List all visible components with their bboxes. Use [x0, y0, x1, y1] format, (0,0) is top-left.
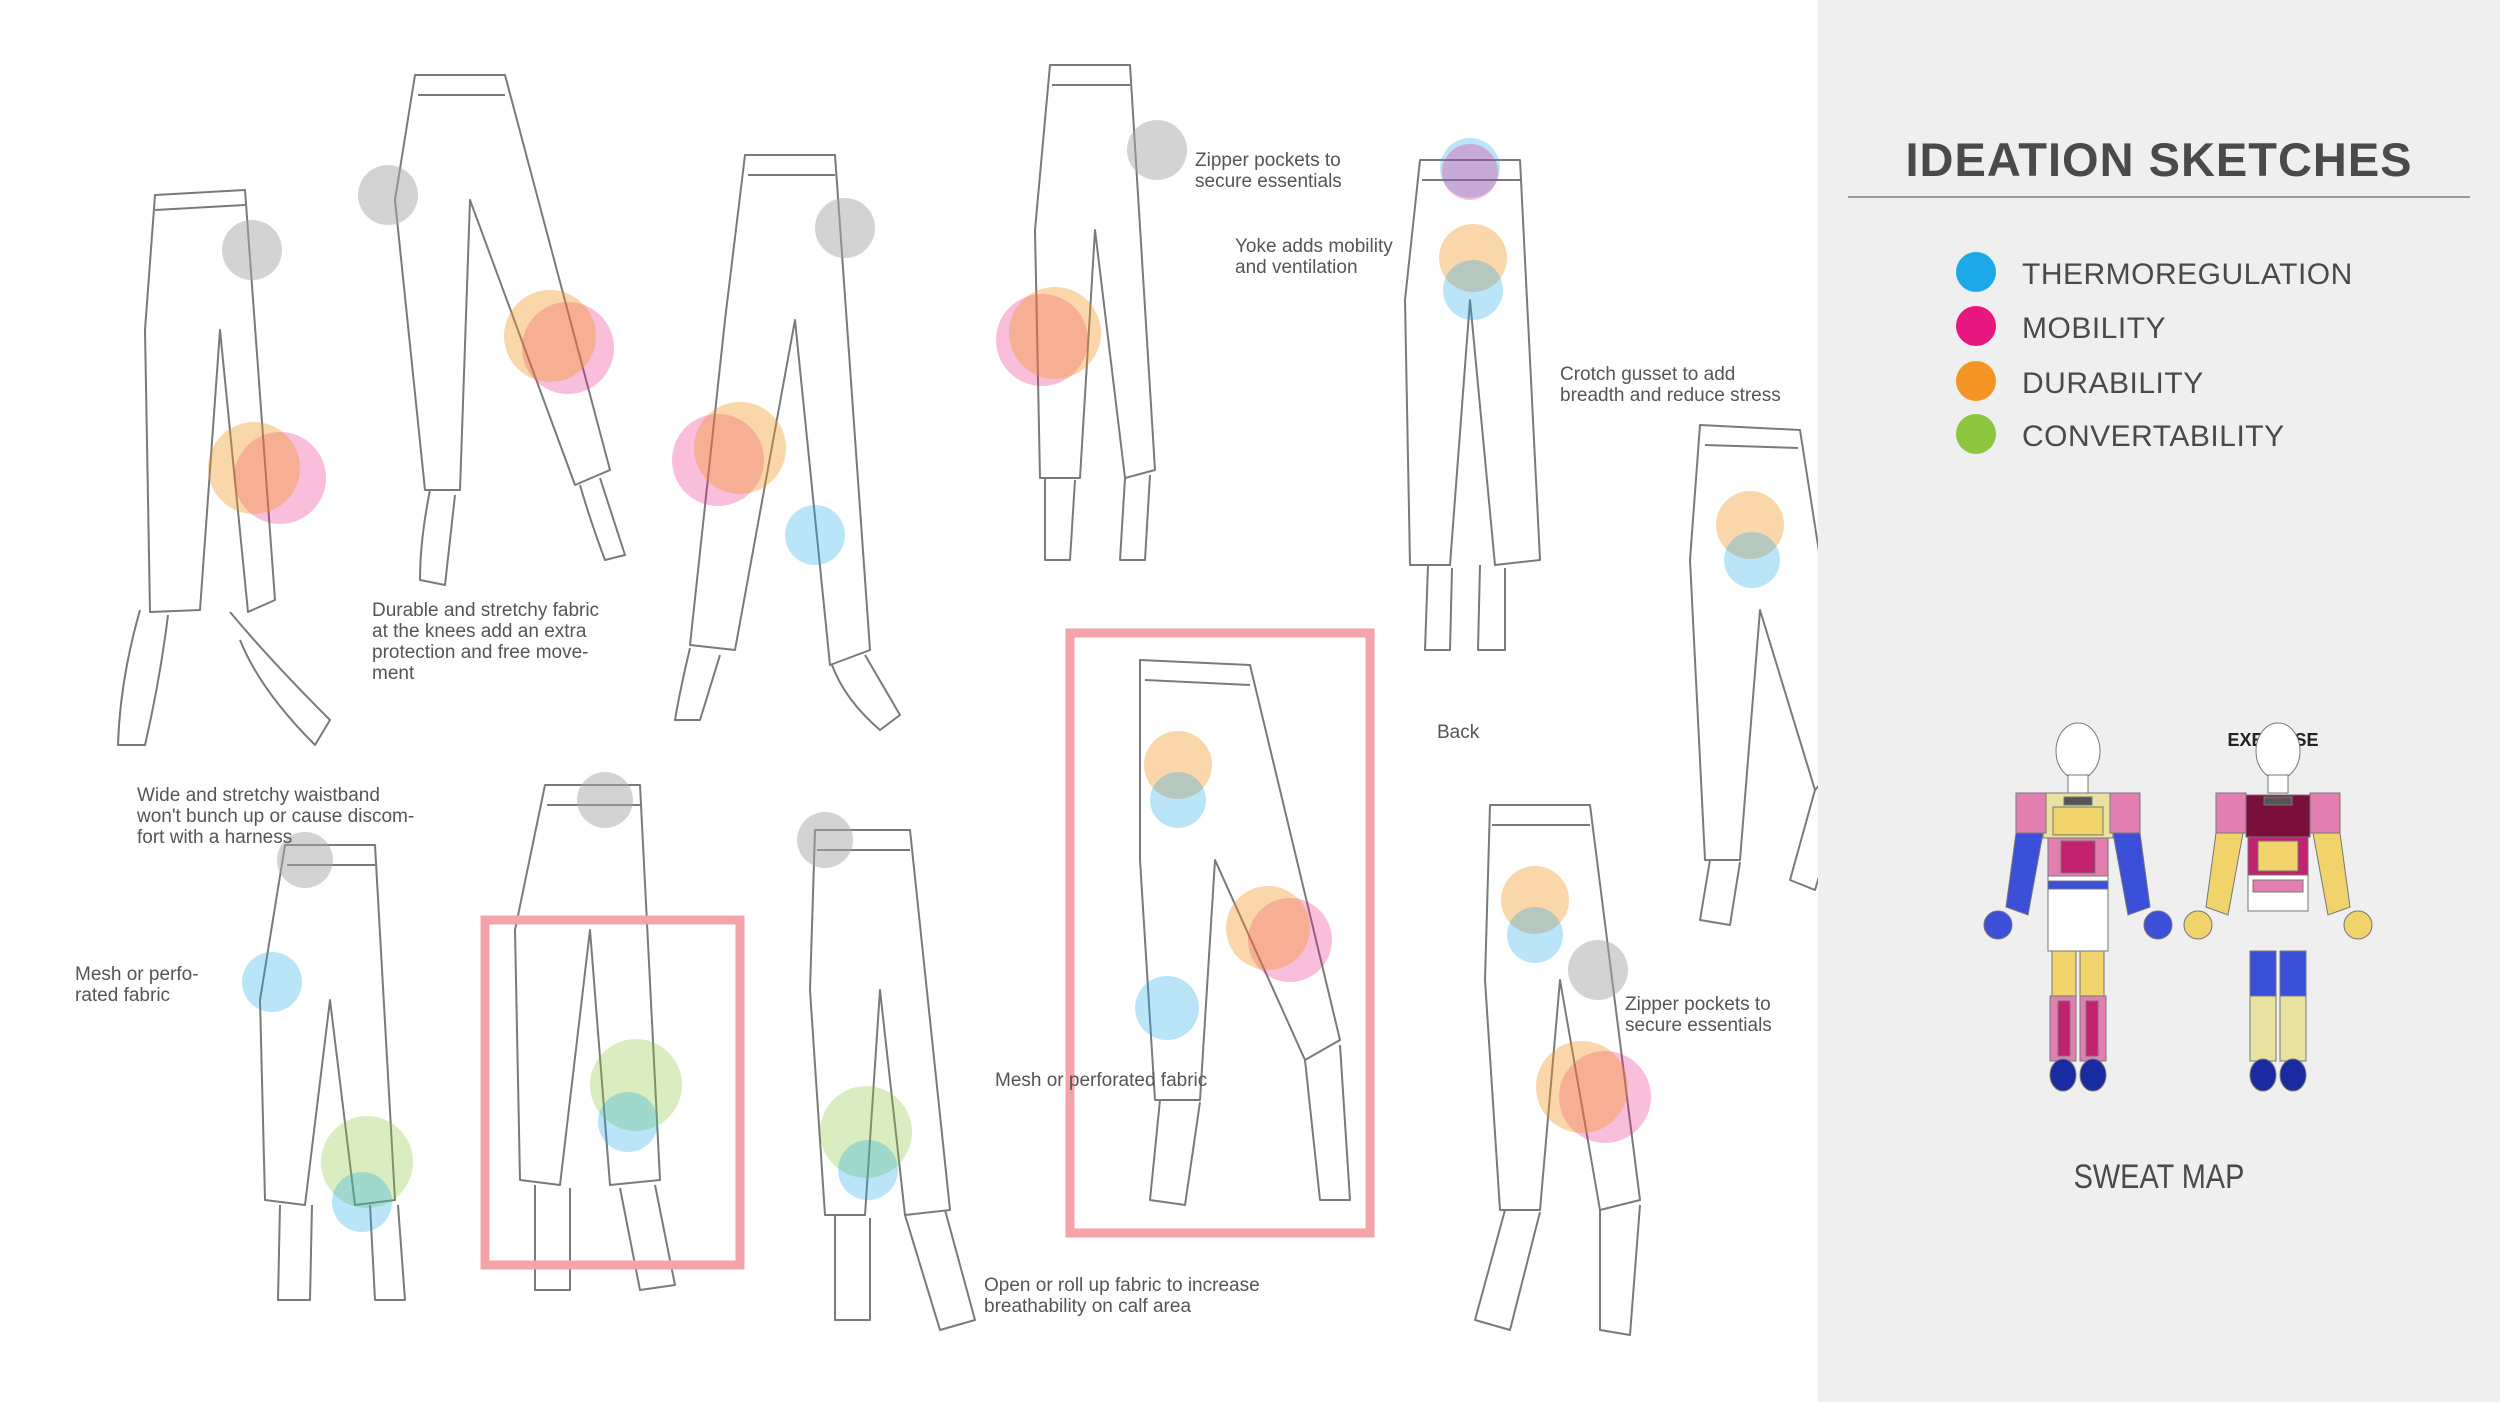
sketch-area: Zipper pockets to secure essentials Yoke… [75, 64, 1851, 1336]
annotation-back: Back [1437, 722, 1480, 743]
body-back [2183, 722, 2373, 1092]
pants-sketch-4 [1034, 64, 1156, 479]
legend-dot-icon [1956, 414, 1996, 454]
feature-circles [208, 120, 1784, 1232]
annotation-zipper-bottom: Zipper pockets to secure essentials [1625, 994, 1772, 1036]
legend-dot-icon [1956, 361, 1996, 401]
pants-sketch-3 [689, 154, 871, 666]
legend-dot-icon [1956, 306, 1996, 346]
legend-label: THERMOREGULATION [2022, 258, 2353, 291]
legend-label: CONVERTABILITY [2022, 420, 2285, 453]
annotation-mesh-left: Mesh or perfo- rated fabric [75, 964, 199, 1006]
pants-sketch-11 [1484, 804, 1641, 1211]
annotation-waistband: Wide and stretchy waistband won't bunch … [137, 785, 415, 848]
pants-sketch-9 [809, 829, 951, 1216]
page-title: IDEATION SKETCHES [1905, 133, 2413, 186]
title-divider [1848, 196, 2470, 198]
pants-sketch-2 [394, 74, 611, 491]
highlight-box-left [480, 915, 745, 1270]
sweat-map-title: SWEAT MAP [2073, 1158, 2245, 1196]
pants-sketches [117, 64, 1851, 1336]
pants-sketch-6 [1689, 424, 1851, 861]
side-panel: IDEATION SKETCHES THERMOREGULATION MOBIL… [1818, 0, 2500, 1402]
legend-label: DURABILITY [2022, 367, 2204, 400]
legend-dot-icon [1956, 252, 1996, 292]
annotation-yoke: Yoke adds mobility and ventilation [1235, 236, 1393, 278]
pants-sketch-5 [1404, 159, 1541, 566]
annotation-open-roll: Open or roll up fabric to increase breat… [984, 1275, 1260, 1317]
annotation-crotch: Crotch gusset to add breadth and reduce … [1560, 364, 1781, 406]
pants-sketch-7 [259, 844, 396, 1206]
body-front [1983, 722, 2173, 1092]
pants-sketch-10 [1139, 659, 1341, 1101]
annotation-mesh-mid: Mesh or perforated fabric [995, 1070, 1208, 1091]
pants-sketch-1 [144, 189, 276, 613]
annotation-zipper-top: Zipper pockets to secure essentials [1195, 150, 1342, 192]
highlight-box-center [1065, 628, 1375, 1238]
sweat-map-figure: EXERCISE [1983, 722, 2373, 1092]
legend-label: MOBILITY [2022, 312, 2167, 345]
annotation-knees: Durable and stretchy fabric at the knees… [372, 600, 600, 684]
pants-sketch-group [117, 64, 1851, 1336]
